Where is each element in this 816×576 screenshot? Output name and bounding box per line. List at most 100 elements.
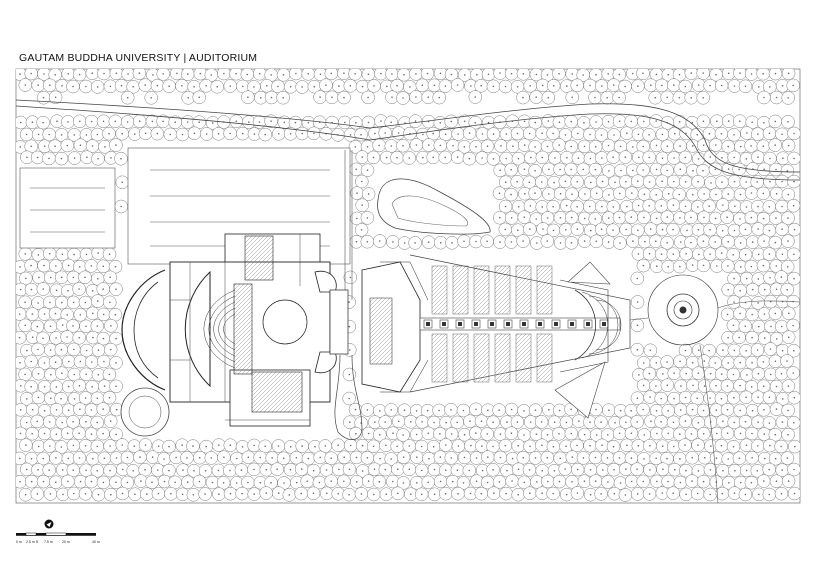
tree-trunk: [457, 445, 460, 447]
tree-trunk: [601, 180, 604, 183]
tree-trunk: [541, 206, 543, 208]
tree-trunk: [655, 410, 658, 412]
tree-trunk: [608, 194, 610, 196]
tree-trunk: [487, 121, 490, 124]
tree-trunk: [559, 192, 562, 195]
tree-trunk: [25, 277, 27, 280]
tree-trunk: [73, 398, 76, 400]
tree-trunk: [745, 158, 748, 160]
tree-trunk: [366, 240, 369, 243]
tree-trunk: [510, 72, 513, 75]
tree-trunk: [85, 325, 87, 328]
tree-trunk: [715, 409, 718, 411]
tree-trunk: [643, 120, 645, 123]
tree-trunk: [416, 456, 418, 459]
tree-trunk: [181, 133, 184, 136]
tree-trunk: [37, 469, 39, 471]
tree-trunk: [612, 84, 615, 86]
tree-trunk: [733, 421, 735, 424]
tree-trunk: [733, 156, 735, 159]
tree-trunk: [661, 180, 663, 183]
tree-trunk: [115, 385, 117, 388]
tree-trunk: [432, 156, 435, 159]
tree-trunk: [618, 120, 621, 122]
tree-trunk: [319, 96, 321, 98]
tree-trunk: [517, 493, 519, 496]
tree-trunk: [769, 444, 771, 447]
tree-trunk: [415, 73, 417, 75]
tree-trunk: [757, 445, 759, 447]
tree-trunk: [523, 434, 525, 436]
tree-trunk: [432, 132, 435, 135]
tree-trunk: [512, 145, 514, 147]
tree-trunk: [661, 228, 664, 231]
round-plaza: [120, 387, 170, 437]
tree-trunk: [552, 205, 554, 208]
tree-trunk: [216, 86, 218, 88]
tree-trunk: [625, 180, 627, 183]
tree-trunk: [655, 120, 657, 122]
tree-trunk: [739, 432, 742, 435]
tree-trunk: [708, 132, 711, 135]
tree-trunk: [650, 420, 652, 423]
tree-trunk: [744, 85, 747, 88]
tree-trunk: [684, 181, 687, 183]
tree-trunk: [223, 72, 225, 75]
tree-trunk: [36, 420, 38, 423]
tree-trunk: [733, 396, 735, 399]
tree-trunk: [571, 456, 574, 458]
tree-trunk: [709, 253, 711, 255]
tree-trunk: [192, 445, 194, 447]
tree-trunk: [534, 121, 537, 124]
tree-trunk: [649, 396, 651, 398]
tree-trunk: [121, 492, 124, 495]
tree-trunk: [378, 480, 381, 483]
tree-trunk: [356, 192, 358, 194]
tree-trunk: [450, 409, 452, 411]
tree-trunk: [174, 121, 176, 123]
tree-trunk: [109, 276, 111, 279]
tree-trunk: [691, 121, 694, 124]
tree-trunk: [702, 409, 705, 412]
tree-trunk: [445, 421, 447, 424]
tree-trunk: [547, 96, 550, 99]
tree-trunk: [637, 85, 639, 87]
tree-trunk: [396, 445, 399, 448]
open-air-stage: [361, 261, 429, 393]
drop-off-loop: [334, 354, 363, 440]
tree-trunk: [103, 385, 106, 387]
tree-trunk: [60, 276, 63, 279]
tree-trunk: [781, 253, 784, 256]
tree-trunk: [582, 457, 585, 459]
tree-trunk: [475, 240, 477, 243]
tree-trunk: [487, 73, 490, 76]
tree-trunk: [102, 481, 105, 484]
tree-trunk: [769, 157, 771, 160]
tree-trunk: [751, 432, 753, 435]
tree-trunk: [721, 156, 723, 159]
tree-trunk: [79, 314, 82, 316]
tree-trunk: [157, 445, 160, 448]
tree-trunk: [793, 492, 796, 495]
tree-trunk: [774, 433, 777, 436]
tree-trunk: [564, 468, 566, 470]
tree-trunk: [92, 312, 94, 315]
tree-trunk: [456, 469, 459, 472]
tree-trunk: [692, 145, 694, 147]
tree-trunk: [697, 349, 700, 352]
tree-trunk: [402, 97, 404, 99]
tree-trunk: [67, 73, 69, 75]
tree-trunk: [102, 265, 105, 268]
tree-trunk: [726, 408, 729, 411]
tree-trunk: [115, 337, 117, 340]
tree-trunk: [79, 144, 82, 146]
tree-trunk: [522, 240, 524, 242]
tree-trunk: [247, 96, 249, 98]
tree-trunk: [565, 421, 568, 424]
tree-trunk: [42, 337, 44, 340]
tree-trunk: [486, 145, 489, 147]
tree-trunk: [126, 96, 129, 99]
tree-trunk: [762, 192, 765, 195]
tree-trunk: [384, 421, 387, 423]
tree-trunk: [667, 73, 670, 76]
